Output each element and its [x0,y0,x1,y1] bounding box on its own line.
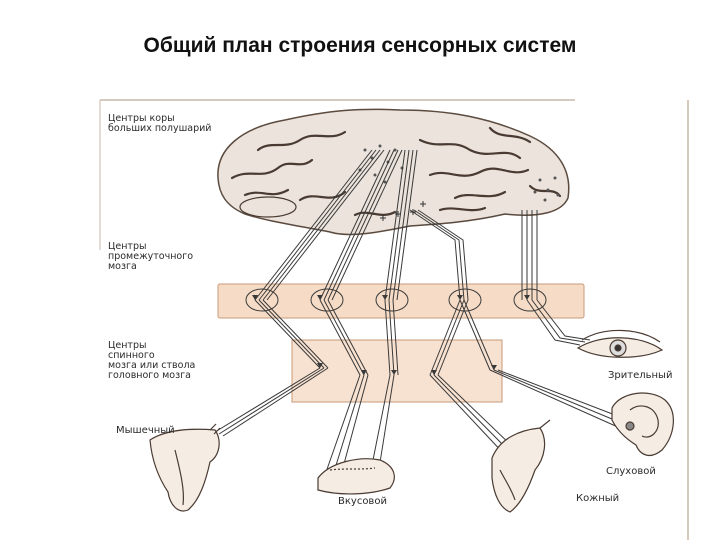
label-muscle: Мышечный [116,425,175,436]
diencephalon-band [217,283,585,319]
label-diencephalon-2: промежуточного [108,251,193,262]
brain-inset-oval [239,196,297,218]
brain-vessels [230,126,562,217]
label-diencephalon-3: мозга [108,261,137,272]
brain-plus-marks [380,201,426,221]
label-spinal-1: Центры [108,340,147,351]
relay-nucleus-2 [310,288,344,312]
relay-arrowheads [252,295,530,375]
vision-receptor-eye [576,329,664,358]
relay-nucleus-3 [375,288,409,312]
label-spinal-4: головного мозга [108,370,191,381]
relay-nucleus-1 [245,288,279,312]
label-vision: Зрительный [608,370,672,381]
label-spinal-3: мозга или ствола [108,360,195,371]
nerve-pathways [214,149,629,476]
label-cortex-1: Центры коры [108,113,175,124]
relay-nucleus-5 [513,288,547,312]
label-diencephalon-1: Центры [108,241,147,252]
brain-illustration [217,108,570,236]
relay-nucleus-4 [448,288,482,312]
label-hearing: Слуховой [606,466,656,477]
label-spinal-2: спинного [108,350,155,361]
label-skin: Кожный [576,493,619,504]
hearing-receptor-ear [611,392,674,457]
relay-nuclei [245,288,547,312]
skin-receptor-hand [491,419,551,513]
brain-outline [217,108,570,236]
slide-title: Общий план строения сенсорных систем [143,34,577,57]
label-taste: Вкусовой [338,496,387,507]
spinal-center-box [291,339,503,403]
taste-receptor-tongue [317,458,395,495]
muscle-receptor-hand [149,423,221,512]
label-cortex-2: больших полушарий [108,123,211,134]
